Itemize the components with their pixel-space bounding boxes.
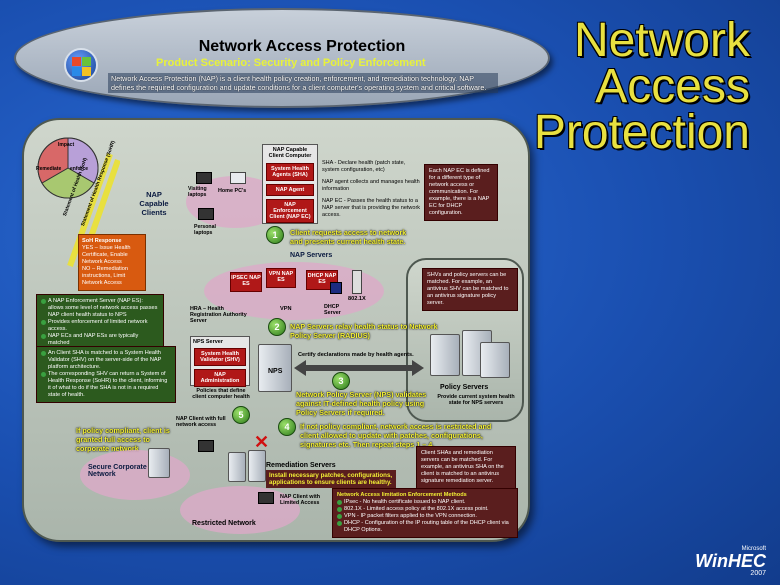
8021x-label: 802.1X [348, 296, 366, 302]
methods-box: Network Access limitation Enforcement Me… [332, 488, 518, 538]
policy-servers-desc: Provide current system health state for … [437, 394, 515, 406]
policy-server-icon [430, 334, 460, 376]
laptop-icon [198, 440, 214, 452]
page-title: Network Access Protection [198, 38, 406, 55]
laptop-icon [196, 172, 212, 184]
big-title: Network Access Protection [533, 14, 750, 159]
client-computer-box: NAP Capable Client Computer System Healt… [262, 144, 318, 224]
personal-laptops-label: Personal laptops [194, 224, 216, 236]
step-2-text: NAP Servers relay health status to Netwo… [290, 322, 438, 340]
pc-icon [230, 172, 246, 184]
policy-server-icon [480, 342, 510, 378]
step-1-icon: 1 [266, 226, 284, 244]
remediation-server-icon [248, 450, 266, 482]
nps-label: NPS [268, 368, 283, 375]
nps-server-box: NPS Server System Health Validator (SHV)… [190, 336, 250, 387]
vpn-es-box: VPN NAP ES [266, 268, 296, 288]
network-switch-icon [330, 282, 342, 294]
remediation-label: Remediation Servers [266, 462, 336, 469]
secure-network-ellipse [80, 450, 190, 500]
soh-response-box: SoH Response YES – Issue Health Certific… [78, 234, 146, 291]
vpn-label: VPN [280, 306, 292, 312]
nap-admin-box: NAP Administration [194, 369, 246, 387]
remediation-note: Client SHAs and remediation servers can … [416, 446, 516, 489]
title-banner: Network Access Protection Product Scenar… [14, 8, 550, 108]
winhec-logo: Microsoft WinHEC 2007 [695, 546, 766, 577]
laptop-icon [258, 492, 274, 504]
remediation-desc: Install necessary patches, configuration… [266, 470, 396, 488]
step-1-text: Client requests access to network and pr… [290, 228, 407, 246]
nap-agent-box: NAP Agent [266, 184, 314, 196]
nap-ec-box: NAP Enforcement Client (NAP EC) [266, 199, 314, 223]
access-point-icon [352, 270, 362, 294]
remediation-server-icon [228, 452, 246, 482]
certify-arrow [294, 360, 424, 376]
laptop-icon [198, 208, 214, 220]
restricted-network-label: Restricted Network [192, 520, 256, 527]
step-3-text: Network Policy Server (NPS) validates ag… [296, 390, 427, 417]
step-3-icon: 3 [332, 372, 350, 390]
ec-note: Each NAP EC is defined for a different t… [424, 164, 498, 221]
windows-logo-icon [64, 48, 98, 82]
nps-server-icon [258, 344, 292, 392]
pie-chart [37, 137, 99, 199]
nap-client-full-label: NAP Client with full network access [176, 416, 226, 428]
pie-impact-label: Impact [58, 142, 75, 148]
visiting-laptops-label: Visiting laptops [188, 186, 207, 198]
home-pcs-label: Home PC's [218, 188, 247, 194]
ipsec-es-box: IPSEC NAP ES [230, 272, 262, 292]
certify-label: Certify declarations made by health agen… [298, 352, 414, 358]
step-4-icon: 4 [278, 418, 296, 436]
policies-label: Policies that define client computer hea… [192, 388, 250, 400]
compliant-text: If policy compliant, client is granted f… [76, 426, 170, 453]
limited-access-label: NAP Client with Limited Access [280, 494, 321, 506]
nap-servers-label: NAP Servers [290, 252, 333, 259]
step-4-text: If not policy compliant, network access … [300, 422, 492, 449]
step-5-icon: 5 [232, 406, 250, 424]
nap-clients-label: NAP Capable Clients [139, 190, 169, 217]
pie-remediate-label: Remediate [36, 166, 62, 172]
page-subtitle: Product Scenario: Security and Policy En… [156, 57, 426, 69]
restricted-network-ellipse [180, 486, 300, 534]
enforcement-bullets: A NAP Enforcement Server (NAP ES): allow… [36, 294, 164, 351]
step-2-icon: 2 [268, 318, 286, 336]
shv-box: System Health Validator (SHV) [194, 348, 246, 366]
corporate-server-icon [148, 448, 170, 478]
denied-x-icon: ✕ [254, 432, 270, 452]
shv-bullets: An Client SHA is matched to a System Hea… [36, 346, 176, 403]
dhcp-server-label: DHCP Server [324, 304, 341, 316]
hra-label: HRA – Health Registration Authority Serv… [190, 306, 247, 324]
shv-match-note: SHVs and policy servers can be matched. … [422, 268, 518, 311]
policy-servers-label: Policy Servers [440, 384, 489, 391]
secure-network-label: Secure Corporate Network [88, 464, 147, 478]
sha-box: System Health Agents (SHA) [266, 163, 314, 181]
client-descriptions: SHA - Declare health (patch state, syste… [322, 160, 421, 218]
pie-enforce-label: enforce [70, 166, 89, 172]
page-description: Network Access Protection (NAP) is a cli… [108, 73, 498, 93]
